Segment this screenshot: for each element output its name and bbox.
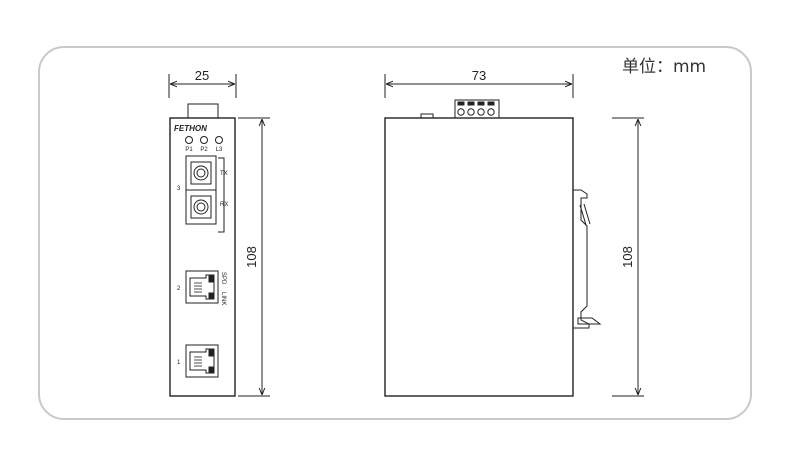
side-width-label: 73	[472, 68, 486, 83]
port-1-led-bottom	[208, 366, 215, 374]
txrx-bracket	[218, 157, 225, 233]
side-height-label: 108	[620, 246, 635, 268]
port-1-led-top	[208, 349, 215, 357]
din-clip-spring	[579, 203, 591, 226]
tx-ring-inner	[196, 168, 206, 178]
front-body	[169, 117, 236, 397]
front-view	[168, 74, 270, 397]
front-width-label: 25	[195, 68, 209, 83]
din-rail-clip	[573, 189, 590, 329]
led-spd	[208, 275, 215, 283]
port-3-label: 3	[177, 186, 181, 192]
led-link	[208, 292, 215, 300]
side-top-nub	[420, 113, 434, 118]
unit-label: 单位：mm	[622, 57, 707, 77]
rx-socket	[190, 195, 212, 219]
port-2-label: 2	[177, 286, 181, 292]
rx-label: RX	[220, 202, 228, 208]
rj45-port-1	[185, 344, 219, 378]
tx-label: TX	[220, 171, 228, 177]
rx-ring-inner	[196, 202, 206, 212]
side-view	[384, 74, 644, 397]
tx-socket	[190, 161, 212, 185]
din-clip-latch	[577, 317, 602, 325]
rx-ring-outer	[193, 199, 209, 215]
led-p1-label: P1	[185, 147, 193, 153]
spd-label: SPD	[220, 272, 226, 285]
front-height-label: 108	[244, 246, 259, 268]
led-l3-label: L3	[216, 147, 223, 153]
led-p2	[200, 136, 208, 144]
led-l3	[215, 136, 223, 144]
rj45-port-2	[185, 270, 219, 304]
port-1-label: 1	[177, 360, 181, 366]
link-label: LINK	[220, 292, 226, 305]
tx-ring-outer	[193, 165, 209, 181]
side-body	[384, 117, 574, 397]
rj45-contacts	[194, 282, 202, 367]
terminal-screws	[457, 101, 495, 116]
drawing-frame	[38, 46, 752, 420]
led-p2-label: P2	[200, 147, 208, 153]
led-p1	[185, 136, 193, 144]
front-top-connector	[187, 103, 219, 119]
brand-logo-text: FETHON	[174, 124, 207, 133]
